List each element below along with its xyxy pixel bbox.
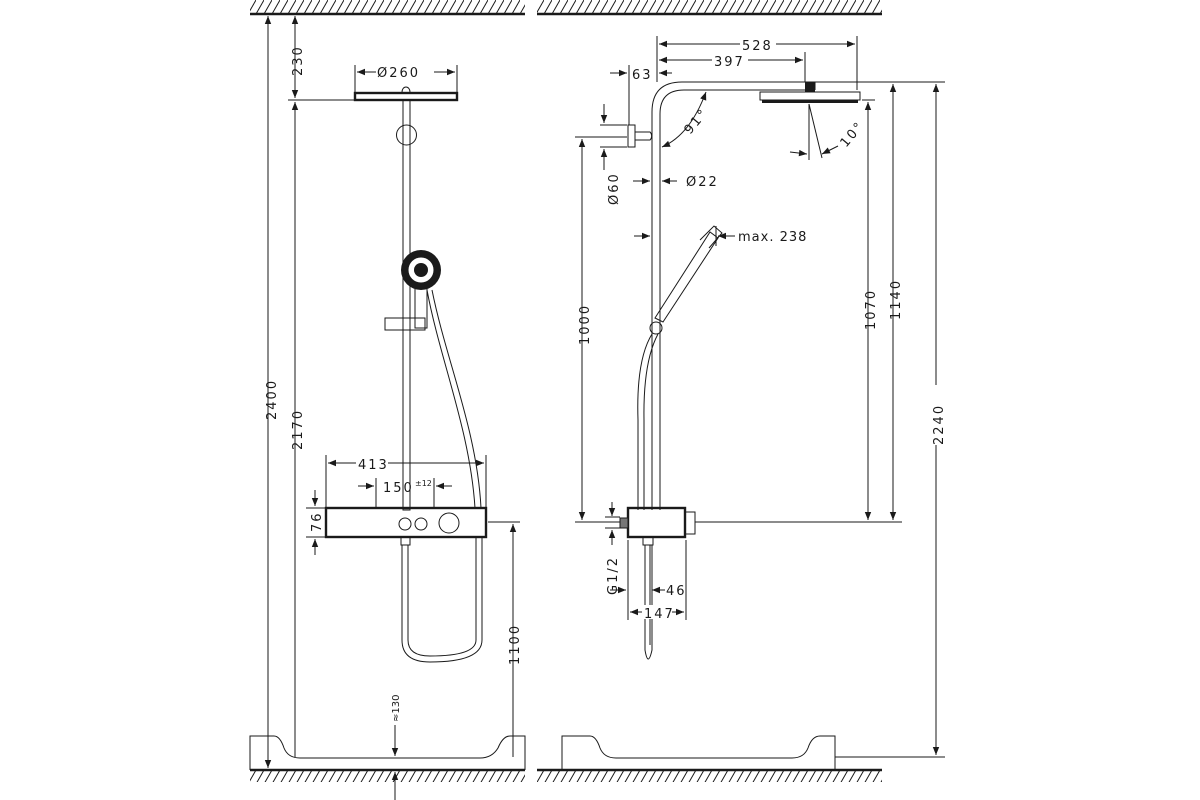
dim-connection-tolerance: ±12 — [415, 479, 432, 488]
dim-arm-to-head-center: 397 — [714, 55, 745, 70]
dim-thermostat-floor-height: 1100 — [508, 624, 523, 665]
side-view-shower — [619, 81, 861, 660]
floor-left — [249, 735, 526, 782]
ceiling-right — [537, 0, 882, 16]
floor-right — [537, 735, 882, 782]
dim-pipe-offset: 46 — [666, 584, 687, 599]
front-view-shower — [324, 86, 488, 663]
dim-head-tilt: 10° — [838, 119, 868, 151]
dim-thermostat-width: 413 — [358, 458, 389, 473]
dim-bracket-height: 1000 — [578, 304, 593, 345]
dim-ceiling-to-head: 230 — [291, 45, 306, 76]
dim-arm-angle: 91° — [682, 106, 712, 138]
ceiling-left — [250, 0, 525, 16]
dim-total-height-side: 2240 — [932, 404, 947, 445]
dim-thread: G1/2 — [606, 556, 621, 595]
dim-total-height: 2400 — [265, 379, 280, 420]
dim-connection-spacing: 150 — [383, 481, 414, 496]
dim-pipe-diameter: Ø22 — [686, 175, 719, 190]
dim-tray-offset: ≈130 — [391, 695, 402, 722]
dim-head-height-above-thermostat: 1070 — [864, 289, 879, 330]
dim-bracket-diameter: Ø60 — [607, 172, 622, 205]
dim-hand-shower-reach: max. 238 — [738, 230, 807, 245]
front-view-dimensions: 2400 230 2170 Ø260 413 150 ±12 76 1100 ≈… — [264, 16, 523, 800]
side-view-dimensions: 528 397 63 91° 10° Ø60 Ø22 max. 238 1000 — [575, 36, 947, 758]
dim-thermostat-height: 76 — [310, 511, 325, 532]
dim-arm-total-length: 528 — [742, 39, 773, 54]
dim-arm-height-above-thermostat: 1140 — [889, 279, 904, 320]
dim-head-diameter: Ø260 — [377, 66, 420, 81]
dim-head-height: 2170 — [291, 409, 306, 450]
dim-wall-offset: 63 — [632, 68, 653, 83]
dim-thermostat-depth: 147 — [644, 607, 675, 622]
